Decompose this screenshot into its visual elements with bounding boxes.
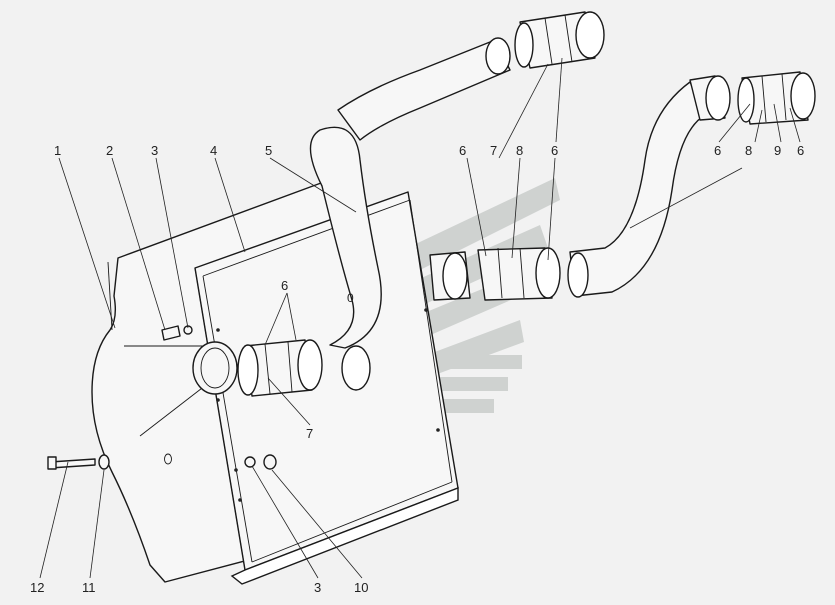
callout-8: 8 — [745, 143, 752, 158]
hose-sleeve-top — [514, 11, 605, 69]
bolt-12 — [49, 458, 96, 469]
callout-6: 6 — [551, 143, 558, 158]
core-mark: 0 — [347, 291, 354, 305]
nut-3-bottom — [244, 456, 256, 468]
callout-3: 3 — [314, 580, 321, 595]
outlet-flange — [192, 341, 238, 395]
callout-6: 6 — [714, 143, 721, 158]
callout-1: 1 — [54, 143, 61, 158]
callout-7: 7 — [306, 426, 313, 441]
callout-4: 4 — [210, 143, 217, 158]
wm-bar — [430, 399, 494, 413]
callout-6: 6 — [797, 143, 804, 158]
callout-8: 8 — [516, 143, 523, 158]
callout-10: 10 — [354, 580, 368, 595]
wm-bar — [450, 355, 522, 369]
leader-lines — [39, 57, 801, 579]
hose-sleeve-middle — [429, 247, 561, 301]
fasteners — [47, 325, 277, 470]
hose-sleeve-center — [237, 339, 323, 397]
wm-bar — [440, 377, 508, 391]
callout-7: 7 — [490, 143, 497, 158]
callout-2: 2 — [106, 143, 113, 158]
bolt-2 — [161, 325, 181, 341]
callout-6: 6 — [459, 143, 466, 158]
callout-6: 6 — [281, 278, 288, 293]
callout-5: 5 — [265, 143, 272, 158]
return-hose — [567, 75, 731, 298]
washer-11 — [98, 454, 110, 470]
intake-pipe — [309, 37, 511, 391]
callout-labels: 1 2 3 4 5 6 7 8 6 6 8 9 6 6 7 12 11 3 10… — [30, 143, 804, 595]
callout-3: 3 — [151, 143, 158, 158]
callout-9: 9 — [774, 143, 781, 158]
washer-10 — [263, 454, 277, 470]
bolt-12-head — [47, 456, 57, 470]
hose-sleeve-top-right — [737, 71, 816, 125]
callout-12: 12 — [30, 580, 44, 595]
callout-11: 11 — [82, 580, 96, 595]
